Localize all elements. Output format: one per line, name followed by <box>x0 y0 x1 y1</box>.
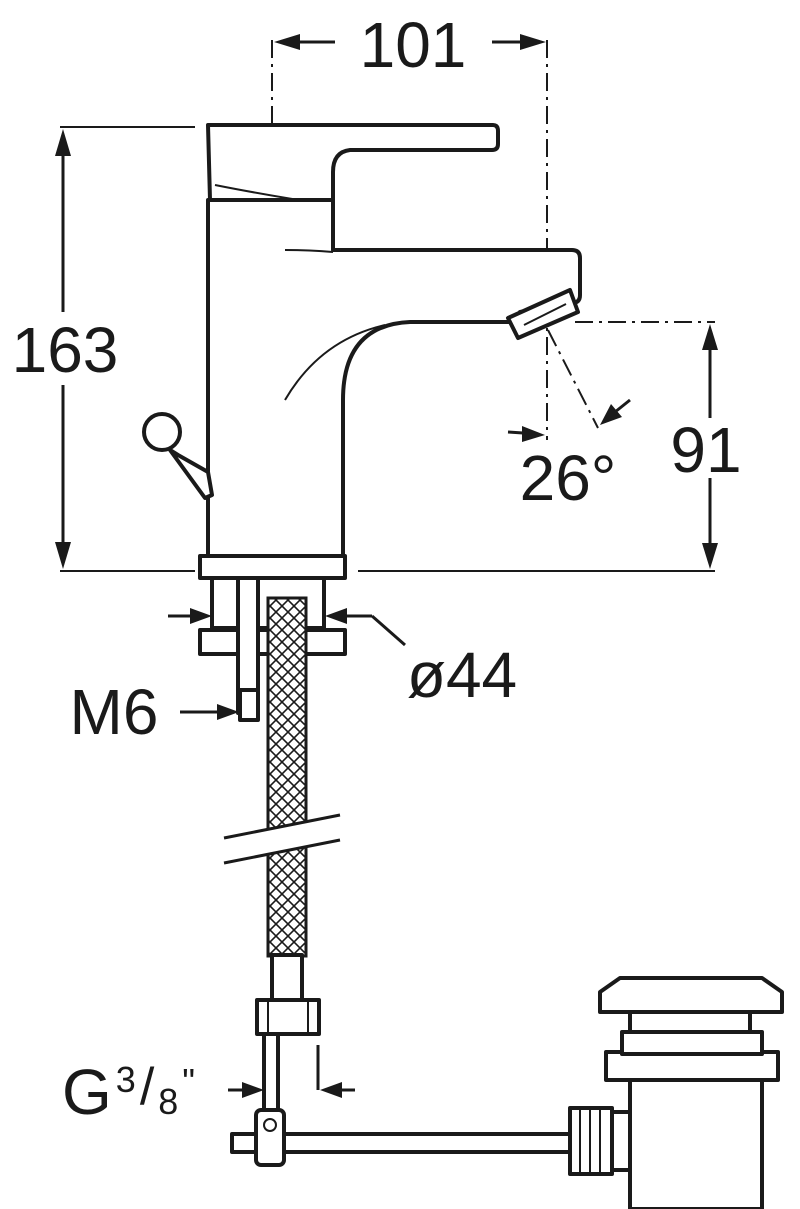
dimension-total-height: 163 <box>12 129 119 569</box>
pop-up-drain <box>230 976 784 1209</box>
dimension-label-101: 101 <box>360 9 467 81</box>
mounting-assembly: ø44 M6 G 3 / 8 " <box>62 576 517 1128</box>
dimension-label-163: 163 <box>12 314 119 386</box>
reference-lines <box>60 40 715 1105</box>
dimension-label-diameter-44: ø44 <box>407 639 517 711</box>
dimension-label-26deg: 26° <box>520 442 617 514</box>
dimension-label-g-thread: G 3 / 8 " <box>62 1056 195 1128</box>
dimension-spout-reach: 101 <box>274 9 546 81</box>
faucet-body <box>142 123 582 580</box>
dimension-spout-angle: 26° <box>507 398 631 514</box>
dimension-spout-height: 91 <box>670 324 742 569</box>
dimension-label-m6: M6 <box>70 676 159 748</box>
dimension-label-91: 91 <box>670 414 741 486</box>
